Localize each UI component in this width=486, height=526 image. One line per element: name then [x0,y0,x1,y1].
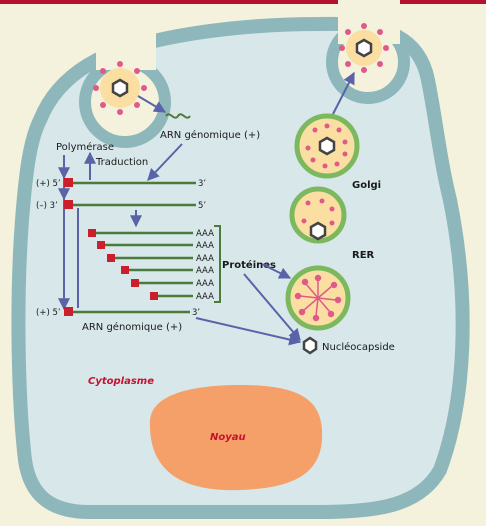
label-noyau: Noyau [210,432,246,443]
cap-subgenomic-2 [97,241,105,249]
cap-minus [64,200,73,209]
cap-subgenomic-3 [107,254,115,262]
poly-a-6: AAA [196,292,214,302]
nucleocapsid-icon [302,336,318,355]
label-proteines: Protéines [222,259,276,271]
poly-a-4: AAA [196,266,214,276]
poly-a-3: AAA [196,254,214,264]
label-cytoplasme: Cytoplasme [88,376,154,387]
genomic-rna-squiggle [165,113,191,119]
label-strand-plus-bottom: (+) 5’ [36,308,61,318]
golgi-vesicle [294,113,360,179]
label-strand-minus: (–) 3’ [36,201,58,211]
label-rer: RER [352,250,375,261]
arrow-entry-to-rna [137,95,167,113]
cap-subgenomic-5 [131,279,139,287]
label-end-3-bottom: 3’ [192,308,200,318]
protein-vesicle [285,265,351,331]
arrow-proteins-to-vesicle [261,263,292,279]
nucleus [149,385,323,491]
cap-plus-bottom [64,307,73,316]
cap-subgenomic-1 [88,229,96,237]
poly-a-2: AAA [196,241,214,251]
label-polymerase: Polymérase [56,141,114,153]
label-strand-plus-top: (+) 5’ [36,179,61,189]
label-end-3-top: 3’ [198,179,206,189]
arrow-rna-to-nucleocapsid [195,317,302,346]
label-arn-genomique-top: ARN génomique (+) [160,129,260,141]
label-traduction: Traduction [95,157,148,168]
subgenomic-mrnas: AAA AAA AAA AAA AAA AAA [88,229,214,302]
cap-subgenomic-6 [150,292,158,300]
label-golgi: Golgi [352,180,381,191]
label-end-5-minus: 5’ [198,201,206,211]
label-arn-genomique-bottom: ARN génomique (+) [82,321,182,333]
arrow-golgi-to-exit [332,71,355,115]
poly-a-1: AAA [196,229,214,239]
arrow-proteins-to-nucleocapsid [243,273,301,341]
arrow-rna-to-strand [147,143,183,181]
poly-a-5: AAA [196,279,214,289]
label-nucleocapside: Nucléocapside [322,341,395,353]
cap-subgenomic-4 [121,266,129,274]
cap-plus-top [64,178,73,187]
bracket [214,225,221,303]
top-bar [0,0,486,4]
virion-exiting [339,23,389,73]
rer-vesicle [289,186,347,244]
virion-entering [93,61,147,115]
